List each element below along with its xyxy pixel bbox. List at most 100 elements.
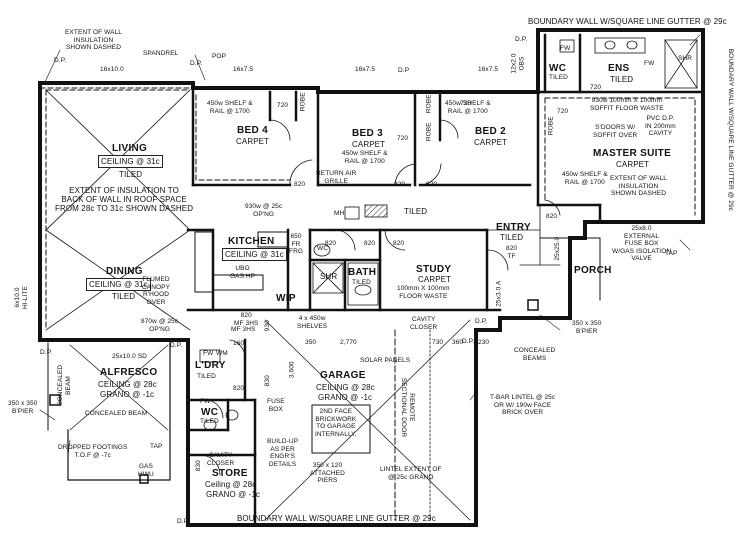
internal-walls xyxy=(186,33,705,527)
garage-diagonals xyxy=(264,319,471,521)
dim-720-c: 720 xyxy=(460,100,472,107)
room-wc-top: WC xyxy=(549,63,567,74)
room-bed2: BED 2 xyxy=(475,126,506,137)
store-ceiling: Ceiling @ 28c xyxy=(205,480,257,489)
room-ens: ENS xyxy=(608,63,630,74)
dim-720-b: 720 xyxy=(397,135,409,142)
alfresco-grano: GRANO @ -1c xyxy=(100,390,155,399)
dim-820-b: 820 xyxy=(394,181,406,188)
dim-820-d: 820 xyxy=(546,213,558,220)
note-boundary-bottom: BOUNDARY WALL W/SQUARE LINE GUTTER @ 29c xyxy=(237,514,436,523)
note-dropped-footings: DROPPED FOOTINGS T.O.F @ -7c xyxy=(58,444,128,459)
alfresco-diagonals xyxy=(69,344,169,431)
room-master-suite: MASTER SUITE xyxy=(593,148,672,159)
room-store: STORE xyxy=(212,468,248,479)
bed3-floor: CARPET xyxy=(352,140,386,149)
note-dp-6: D.P. xyxy=(170,342,183,349)
note-solar-panels: SOLAR PANELS xyxy=(360,357,411,364)
room-laundry: L'DRY xyxy=(195,360,226,371)
note-dp-2: D.P xyxy=(398,67,410,74)
note-ens-floor-waste: 930w 100mm X 100mm SOFFIT FLOOR WASTE xyxy=(590,97,664,112)
note-concealed-beams: CONCEALED BEAMS xyxy=(514,347,556,362)
bed2-floor: CARPET xyxy=(474,138,508,147)
note-gas-hwu: GAS HWU xyxy=(138,463,154,478)
label-fw-1: FW xyxy=(644,60,655,67)
dim-entry-25x3: 25x3.0 A xyxy=(495,280,503,307)
door-swings xyxy=(199,119,561,476)
dim-porch-25x25: 25x25.0 xyxy=(554,236,562,261)
porch-outline xyxy=(539,237,601,301)
note-shelf-bed4: 450w SHELF & RAIL @ 1700 xyxy=(207,100,253,115)
room-bed3: BED 3 xyxy=(352,128,383,139)
dim-16x75-c: 16x7.5 xyxy=(478,66,499,73)
note-dp-5: D.P. xyxy=(475,318,488,325)
label-robe-3: ROBE xyxy=(425,122,433,142)
note-extent-roof-insulation: EXTENT OF INSULATION TO BACK OF WALL IN … xyxy=(55,186,194,213)
garage-grano: GRANO @ -1c xyxy=(318,393,373,402)
dim-25x10-sd: 25x10.0 SD xyxy=(112,353,147,360)
dim-16x75-a: 16x7.5 xyxy=(233,66,254,73)
dim-230: 230 xyxy=(478,339,490,346)
note-dp-4: D.P. xyxy=(40,349,53,356)
master-floor: CARPET xyxy=(616,160,650,169)
note-shelf-bed3: 450w SHELF & RAIL @ 1700 xyxy=(342,150,388,165)
dim-820-mf: 820 MF 3HS xyxy=(234,312,259,327)
bed4-floor: CARPET xyxy=(236,137,270,146)
hall-floor: TILED xyxy=(404,207,428,216)
wc-low-floor: TILED xyxy=(200,418,219,425)
bath-fixtures xyxy=(199,243,379,431)
dim-16x75-b: 16x7.5 xyxy=(355,66,376,73)
label-robe-4: ROBE xyxy=(547,116,555,136)
note-extent-wall-top-left: EXTENT OF WALL INSULATION SHOWN DASHED xyxy=(65,29,123,51)
label-shr-small: SHR xyxy=(678,55,693,62)
note-opening-930: 930w @ 25c OP'NG xyxy=(245,203,283,218)
room-bath: BATH xyxy=(348,267,377,278)
note-remote-door: REMOTE SECTIONAL DOOR xyxy=(400,377,416,438)
dim-350: 350 xyxy=(305,339,317,346)
room-bed4: BED 4 xyxy=(237,125,268,136)
insulation-dashed xyxy=(39,87,696,331)
room-garage: GARAGE xyxy=(320,370,366,381)
dim-720-e: 720 xyxy=(590,84,602,91)
label-mf3hs: MF 3HS xyxy=(231,326,256,333)
note-lintel-grano: LINTEL EXTENT OF @ 25c GRANO xyxy=(380,466,442,481)
store-grano: GRANO @ -1c xyxy=(206,490,261,499)
note-dp-3: D.P. xyxy=(515,36,528,43)
kitchen-ceiling: CEILING @ 31c xyxy=(222,248,287,261)
label-fw-3: FW xyxy=(200,398,211,405)
dim-6x10-hilite: 6x10.0 HI-LITE xyxy=(14,285,29,310)
note-ubo-gas: UBO GAS HP xyxy=(230,265,256,280)
bath-floor: TILED xyxy=(352,279,371,286)
note-pier-right: 350 x 350 B'PIER xyxy=(572,320,602,335)
room-living: LIVING xyxy=(112,143,148,154)
note-dp-8: D.P. xyxy=(190,60,203,67)
study-floor: CARPET xyxy=(418,275,452,284)
laundry-floor: TILED xyxy=(197,373,216,380)
ens-floor: TILED xyxy=(610,75,634,84)
note-sdoors: S'DOORS W/ SOFFIT OVER xyxy=(593,124,638,139)
room-study: STUDY xyxy=(416,264,452,275)
note-external-fuse-box: 25x8.0 EXTERNAL FUSE BOX W/GAS ISOLATION… xyxy=(612,225,672,262)
room-alfresco: ALFRESCO xyxy=(100,367,158,378)
dim-820-e: 820 xyxy=(325,240,337,247)
return-air-grille xyxy=(364,204,388,218)
note-study-floor-waste: 100mm X 100mm FLOOR WASTE xyxy=(397,285,450,300)
note-fridge-recess: 650 FR FRG xyxy=(289,233,304,255)
label-mh: MH xyxy=(334,210,345,217)
wc-top-floor: TILED xyxy=(549,74,568,81)
entry-floor: TILED xyxy=(500,233,524,242)
label-fw-2: FW xyxy=(203,350,214,357)
label-robe-1: ROBE xyxy=(299,92,307,112)
note-opening-870: 870w @ 25c OP'NG xyxy=(141,318,179,333)
label-fw-4: FW xyxy=(560,45,571,52)
ensuite-fixtures xyxy=(559,37,698,89)
note-spandrel: SPANDREL xyxy=(143,50,179,57)
dim-160: 160 xyxy=(233,340,245,347)
dim-360: 360 xyxy=(452,339,464,346)
dim-16x10: 16x10.0 xyxy=(100,66,124,73)
note-face-brick: 2ND FACE BRICKWORK TO GARAGE INTERNALLY. xyxy=(315,408,357,438)
note-concealed-beam: CONCEALED BEAM xyxy=(85,410,148,417)
living-ceiling: CEILING @ 31c xyxy=(98,155,163,168)
